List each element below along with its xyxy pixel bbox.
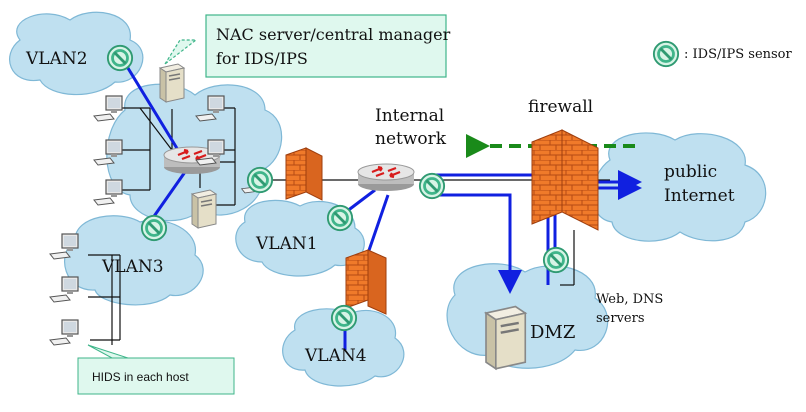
- ids-ips-sensor-icon: [330, 304, 358, 332]
- hids-callout-text: HIDS in each host: [92, 370, 189, 384]
- firewall-icon: [285, 147, 323, 201]
- firewall-icon: [531, 129, 599, 231]
- internal-network-label-line2: network: [375, 129, 447, 149]
- ids-ips-sensor-icon: [542, 246, 570, 274]
- ids-ips-sensor-icon: [140, 214, 168, 242]
- vlan4-label: VLAN4: [304, 346, 367, 366]
- workstation-icon: [49, 276, 79, 303]
- vlan2-label: VLAN2: [25, 49, 88, 69]
- workstation-icon: [49, 319, 79, 346]
- vlan3-cloud: [64, 215, 204, 306]
- server-icon: [159, 63, 185, 103]
- web-dns-label-line2: servers: [596, 311, 645, 326]
- firewall-label: firewall: [528, 97, 593, 117]
- web-dns-label-line1: Web, DNS: [596, 292, 663, 307]
- ids-ips-sensor-icon: [418, 172, 446, 200]
- server-icon: [191, 189, 217, 229]
- router-icon: [356, 162, 416, 192]
- server-icon: [484, 305, 527, 371]
- ids-ips-sensor-icon: [106, 44, 134, 72]
- ids-ips-sensor-icon: [652, 40, 680, 68]
- vlan2-cloud: [9, 11, 144, 96]
- ids-ips-sensor-icon: [326, 204, 354, 232]
- public-internet-label-line1: public: [664, 162, 717, 182]
- dmz-label: DMZ: [530, 322, 575, 343]
- hids-callout: [77, 357, 235, 395]
- internet-cloud: [592, 132, 767, 242]
- dmz-cloud: [446, 263, 609, 369]
- nac-callout: [205, 14, 447, 78]
- nac-callout-line1: NAC server/central manager: [216, 25, 451, 44]
- public-internet-label-line2: Internet: [664, 186, 735, 206]
- vlan3-label: VLAN3: [101, 257, 164, 277]
- legend-text: : IDS/IPS sensor: [684, 47, 793, 62]
- ids-ips-sensor-icon: [246, 166, 274, 194]
- firewall-icon: [345, 249, 387, 315]
- workstation-icon: [93, 179, 123, 206]
- internal-network-label-line1: Internal: [375, 106, 444, 126]
- nac-callout-line2: for IDS/IPS: [216, 49, 308, 68]
- vlan1-label: VLAN1: [255, 234, 318, 254]
